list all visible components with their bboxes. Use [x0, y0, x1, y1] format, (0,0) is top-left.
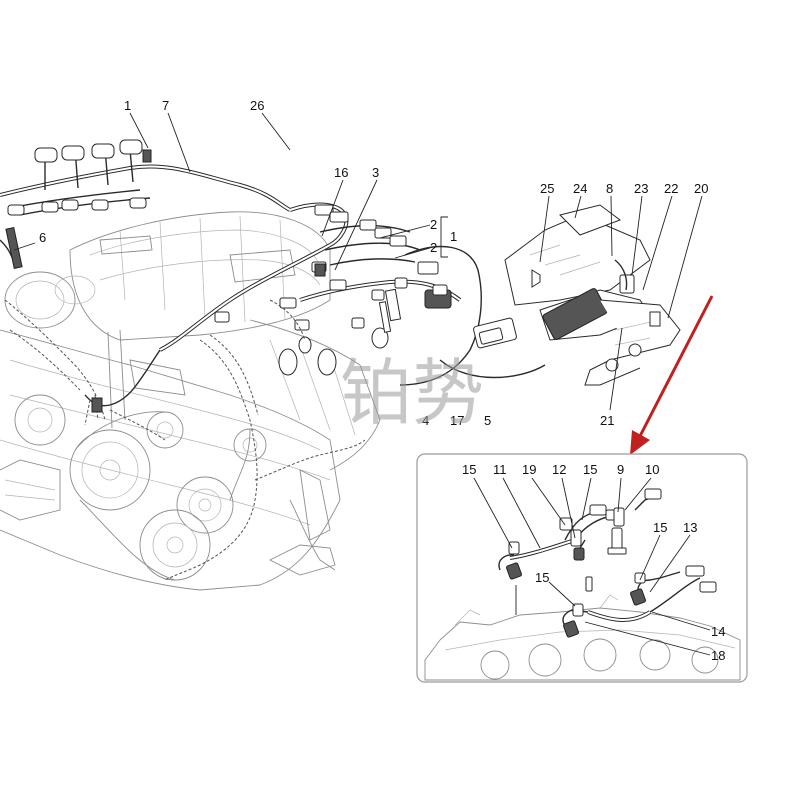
inset-engine-drawing — [424, 594, 741, 681]
inset-callout-12: 12 — [552, 462, 566, 477]
inset-callout-14: 14 — [711, 624, 725, 639]
callout-16: 16 — [334, 165, 348, 180]
inset-callout-9: 9 — [617, 462, 624, 477]
inset-callout-13: 13 — [683, 520, 697, 535]
inset-sensor-harness — [498, 488, 717, 638]
callout-20: 20 — [694, 181, 708, 196]
callout-24: 24 — [573, 181, 587, 196]
callout-1: 1 — [124, 98, 131, 113]
callout-25: 25 — [540, 181, 554, 196]
main-wiring-harness — [0, 139, 546, 581]
coil-connector-row — [7, 139, 152, 216]
callout-2-upper: 2 — [430, 217, 437, 232]
inset-callout-15-d: 15 — [535, 570, 549, 585]
ecu-bracket-assembly — [504, 204, 681, 386]
watermark-text: 铂势 — [340, 351, 484, 435]
inset-callout-19: 19 — [522, 462, 536, 477]
inset-callout-11: 11 — [493, 462, 507, 477]
inset-callout-15-c: 15 — [653, 520, 667, 535]
main-callouts: 1 7 26 16 3 2 2 1 6 25 24 8 23 22 20 21 … — [39, 98, 708, 428]
callout-5: 5 — [484, 413, 491, 428]
callout-7: 7 — [162, 98, 169, 113]
callout-26: 26 — [250, 98, 264, 113]
inset-callouts: 15 11 19 12 15 9 10 15 13 15 14 18 — [462, 462, 725, 663]
callout-8: 8 — [606, 181, 613, 196]
inset-callout-15-a: 15 — [462, 462, 476, 477]
main-leader-lines — [13, 112, 703, 411]
inset-callout-10: 10 — [645, 462, 659, 477]
inset-callout-18: 18 — [711, 648, 725, 663]
callout-17: 17 — [450, 413, 464, 428]
sensor-detail-inset: 15 11 19 12 15 9 10 15 13 15 14 18 — [416, 453, 748, 683]
callout-4: 4 — [422, 413, 429, 428]
callout-22: 22 — [664, 181, 678, 196]
red-pointer-arrow — [630, 295, 714, 455]
callout-2-lower: 2 — [430, 240, 437, 255]
inset-callout-15-b: 15 — [583, 462, 597, 477]
callout-6: 6 — [39, 230, 46, 245]
callout-23: 23 — [634, 181, 648, 196]
callout-21: 21 — [600, 413, 614, 428]
center-connectors — [214, 204, 517, 376]
callout-1-group: 1 — [450, 229, 457, 244]
inset-leader-lines — [473, 477, 711, 656]
callout-3: 3 — [372, 165, 379, 180]
